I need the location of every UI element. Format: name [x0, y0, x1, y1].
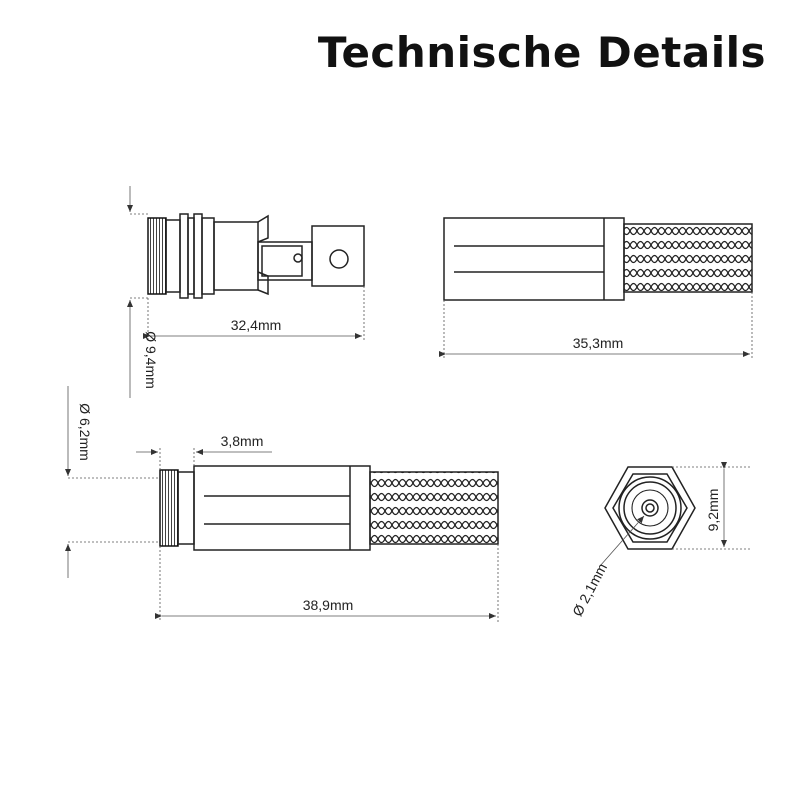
side-diameter-label: Ø 9,4mm — [143, 331, 159, 389]
end-hole-label: Ø 2,1mm — [569, 560, 610, 618]
side-length-label: 32,4mm — [231, 317, 282, 333]
page-title: Technische Details — [317, 28, 766, 77]
front-ring-width-label: 3,8mm — [221, 433, 264, 449]
end-height-label: 9,2mm — [705, 489, 721, 532]
top-view-dimension-lines — [439, 292, 753, 360]
end-view-connector — [604, 466, 696, 550]
front-length-label: 38,9mm — [303, 597, 354, 613]
front-diameter-label: Ø 6,2mm — [77, 403, 93, 461]
end-view-dimension-lines — [599, 462, 752, 567]
top-length-label: 35,3mm — [573, 335, 624, 351]
front-view-dimension-lines — [65, 386, 499, 622]
front-view-connector — [159, 465, 499, 551]
side-view-dimension-lines — [127, 186, 365, 398]
side-view-connector — [147, 213, 365, 299]
top-view-connector — [443, 217, 753, 301]
